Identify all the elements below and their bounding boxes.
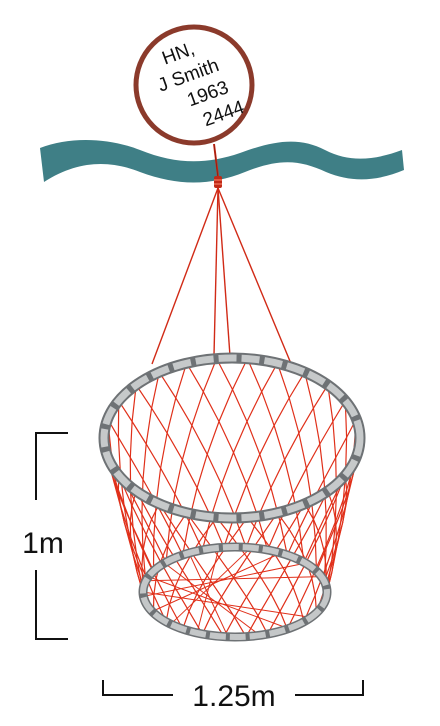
net-mesh-line	[117, 400, 147, 603]
net-mesh-line	[267, 400, 346, 551]
net-base-line	[151, 552, 282, 612]
net-mesh-line	[152, 363, 188, 572]
net-bridle-lines	[151, 187, 293, 367]
height-dimension	[35, 432, 68, 640]
water-wave	[40, 139, 404, 183]
net-mesh-line	[323, 475, 348, 582]
width-dimension	[102, 680, 364, 696]
net-base-line	[188, 552, 229, 638]
float-rope	[213, 143, 219, 179]
net-mesh-line	[216, 358, 288, 556]
net-mesh-line	[182, 358, 248, 556]
net-base-line	[164, 562, 261, 636]
net-mesh-line	[158, 503, 247, 638]
height-label: 1m	[22, 527, 64, 560]
buoy: HN, J Smith 1963 2444	[133, 24, 255, 146]
net-base-line	[142, 591, 311, 618]
net-mesh-line	[246, 517, 305, 622]
net-base-line	[148, 576, 289, 630]
net-base-line	[196, 547, 220, 634]
bottom-hoop	[138, 542, 332, 642]
rope-knot	[214, 176, 222, 188]
net-mesh-line	[141, 372, 160, 582]
net-mesh-line	[165, 358, 218, 563]
net-mesh-line	[326, 490, 338, 593]
net-mesh-line	[216, 517, 288, 630]
net-base-line	[145, 576, 322, 582]
top-hoop	[98, 352, 366, 524]
net-base-line	[143, 562, 306, 597]
net-mesh-line	[135, 490, 225, 638]
width-label: 1.25m	[192, 680, 275, 713]
net-mesh-line	[286, 418, 357, 556]
net-base-line	[170, 547, 252, 625]
